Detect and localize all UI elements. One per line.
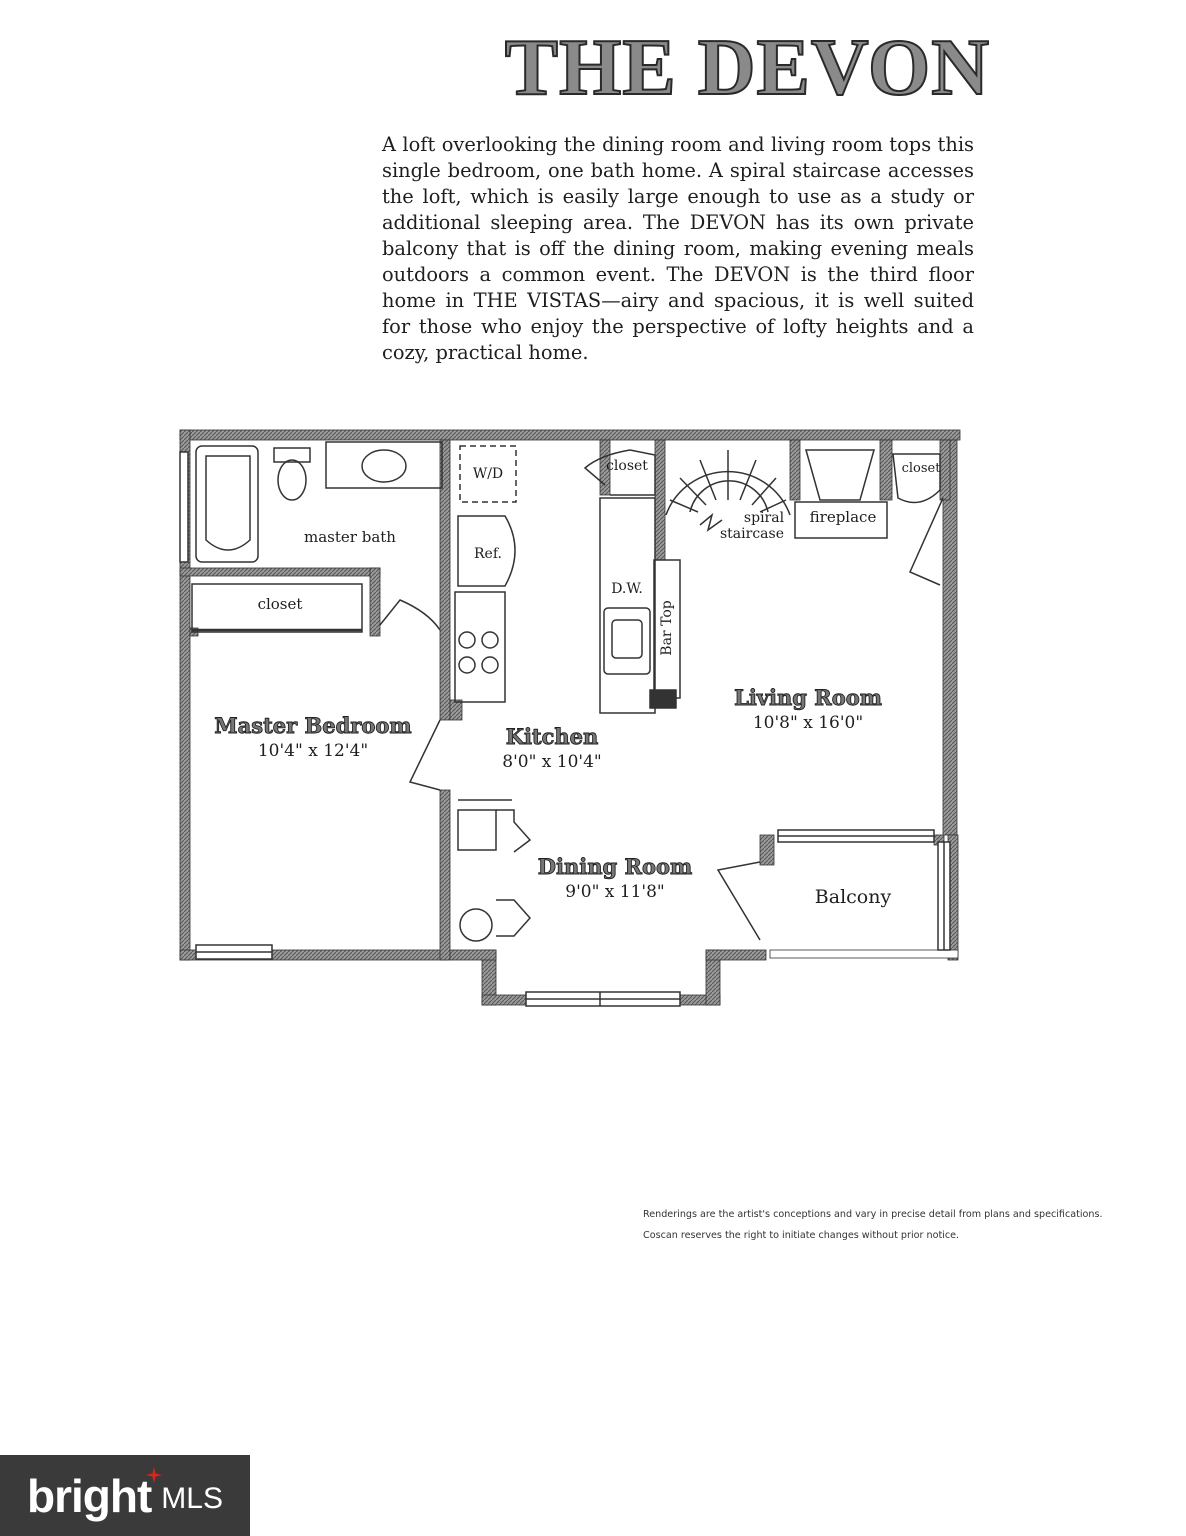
bedroom-closet-label: closet	[258, 595, 303, 613]
floor-plan: master bath closet Master Bedroom 10'4" …	[179, 429, 961, 1007]
spiral-staircase-label-1: spiral	[744, 510, 785, 526]
disclaimer-line-2: Coscan reserves the right to initiate ch…	[643, 1230, 960, 1241]
spiral-staircase-label-2: staircase	[720, 526, 784, 542]
kitchen-size: 8'0" x 10'4"	[502, 752, 601, 772]
plan-description: A loft overlooking the dining room and l…	[382, 133, 974, 364]
disclaimer-line-1: Renderings are the artist's conceptions …	[643, 1209, 1103, 1220]
master-bath-label: master bath	[304, 528, 396, 546]
balcony-label: Balcony	[815, 886, 892, 908]
kitchen-closet-label: closet	[606, 458, 648, 474]
bright-mls-logo: bright MLS	[0, 1455, 250, 1536]
dining-room-label: Dining Room	[538, 854, 692, 879]
master-bedroom-size: 10'4" x 12'4"	[258, 741, 368, 761]
fixtures	[179, 441, 951, 1007]
plan-title: THE DEVON	[504, 24, 990, 112]
master-bedroom-label: Master Bedroom	[214, 713, 411, 738]
washer-dryer-label: W/D	[473, 466, 503, 482]
living-room-label: Living Room	[734, 685, 882, 710]
refrigerator-label: Ref.	[474, 546, 502, 562]
fireplace-label: fireplace	[810, 508, 877, 526]
dishwasher-label: D.W.	[611, 581, 643, 597]
logo-suffix: MLS	[161, 1481, 223, 1515]
disclaimer: Renderings are the artist's conceptions …	[643, 1204, 1143, 1246]
walls	[179, 429, 961, 1006]
dining-room-size: 9'0" x 11'8"	[565, 882, 664, 902]
kitchen-label: Kitchen	[506, 724, 599, 749]
living-room-size: 10'8" x 16'0"	[753, 713, 863, 733]
living-closet-label: closet	[902, 461, 942, 476]
sparkle-icon	[146, 1467, 162, 1483]
bar-top-label: Bar Top	[659, 600, 675, 655]
logo-word: bright	[27, 1469, 152, 1522]
